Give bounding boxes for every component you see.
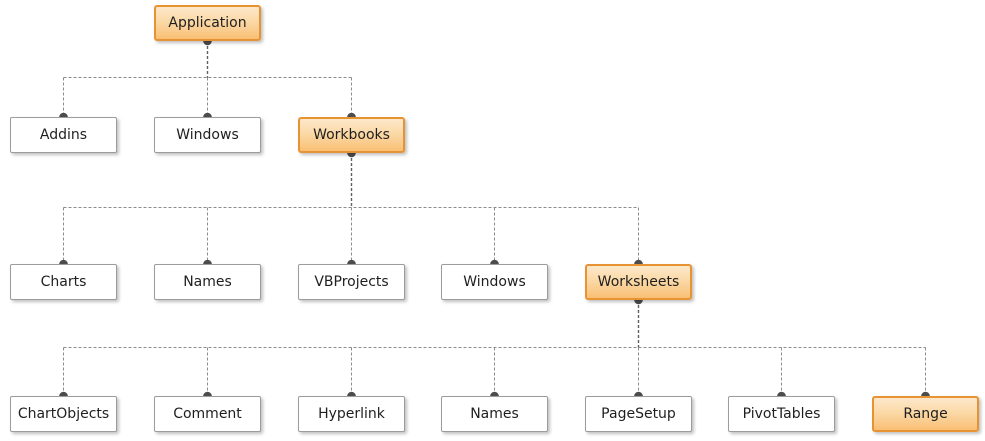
node-label: ChartObjects	[17, 406, 110, 422]
node-label: Workbooks	[313, 127, 390, 143]
node-label: Comment	[173, 406, 242, 422]
node-addins: Addins	[10, 117, 117, 153]
node-vbprojects: VBProjects	[298, 264, 405, 300]
node-label: PivotTables	[742, 406, 821, 422]
node-label: Range	[903, 406, 948, 422]
node-range: Range	[872, 396, 979, 432]
node-charts: Charts	[10, 264, 117, 300]
node-hyperlink: Hyperlink	[298, 396, 405, 432]
node-label: Names	[183, 274, 232, 290]
node-pivottables: PivotTables	[728, 396, 835, 432]
node-comment: Comment	[154, 396, 261, 432]
parent-stem-lines	[206, 41, 640, 348]
node-application: Application	[154, 5, 261, 41]
node-label: Application	[168, 15, 247, 31]
node-chartobjects: ChartObjects	[10, 396, 117, 432]
node-names-workbook: Names	[154, 264, 261, 300]
node-names-worksheet: Names	[441, 396, 548, 432]
node-label: Hyperlink	[318, 406, 385, 422]
node-label: Addins	[39, 127, 88, 143]
node-label: VBProjects	[314, 274, 389, 290]
node-windows-application: Windows	[154, 117, 261, 153]
node-windows-workbook: Windows	[441, 264, 548, 300]
node-label: Charts	[40, 274, 87, 290]
node-label: Worksheets	[597, 274, 680, 290]
node-workbooks: Workbooks	[298, 117, 405, 153]
node-label: Names	[470, 406, 519, 422]
node-worksheets: Worksheets	[585, 264, 692, 300]
node-label: Windows	[176, 127, 239, 143]
node-label: Windows	[463, 274, 526, 290]
node-label: PageSetup	[601, 406, 676, 422]
node-pagesetup: PageSetup	[585, 396, 692, 432]
branch-lines	[63, 77, 926, 396]
